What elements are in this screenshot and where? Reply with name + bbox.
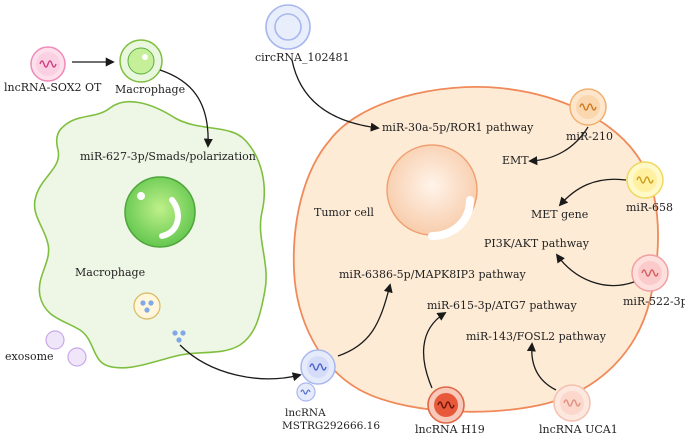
mir522-icon [631,254,669,292]
pi3k-label: PI3K/AKT pathway [484,237,590,250]
macrophage-label: Macrophage [75,266,145,279]
lncrna-uca1-label: lncRNA UCA1 [539,423,618,435]
vesicle-icon [133,292,161,320]
mir615-label: miR-615-3p/ATG7 pathway [427,299,577,312]
arrow-h19-to-mir615 [422,312,447,389]
macrophage-top-label: Macrophage [115,83,185,96]
mir627-label: miR-627-3p/Smads/polarization [80,150,256,163]
mir210-label: miR-210 [566,130,613,143]
tumor-cell-label: Tumor cell [314,206,374,219]
circrna-label: circRNA_102481 [255,51,349,64]
arrow-mir210-to-emt [528,126,589,166]
emt-label: EMT [502,154,529,167]
arrow-mir522-to-pi3k [555,253,635,287]
mir210-icon [569,88,607,126]
mir143-label: miR-143/FOSL2 pathway [466,330,607,343]
macrophage-small-icon [119,39,163,83]
arrow-uca1-to-mir143 [526,342,557,391]
lncrna-h19-icon [427,386,465,424]
macrophage-cell [33,100,267,369]
lncrna-mstrg-label-1: lncRNA [285,407,326,419]
tumor-cell [292,85,659,413]
lncrna-uca1-icon [553,384,591,422]
mir6386-label: miR-6386-5p/MAPK8IP3 pathway [339,268,527,281]
arrow-mstrg-to-mir6386 [337,283,393,357]
mir658-label: miR-658 [626,201,673,214]
exosome-label: exosome [5,350,54,363]
circrna-icon [265,4,311,50]
lncrna-mstrg-icon [296,349,336,402]
exosome-legend-icon [45,330,87,367]
lncrna-mstrg-label-2: MSTRG292666.16 [282,420,380,432]
lncrna-h19-label: lncRNA H19 [415,423,485,435]
met-gene-label: MET gene [531,208,588,221]
mir658-icon [626,161,664,199]
exosome-dot-icon [172,330,178,336]
mir30a-label: miR-30a-5p/ROR1 pathway [382,121,534,134]
lncrna-sox2-label: lncRNA-SOX2 OT [4,81,102,94]
arrow-mir658-to-met [558,178,627,207]
arrow-macrophage-to-mir627 [159,69,213,148]
mir522-label: miR-522-3p [623,295,685,308]
lncrna-sox2-icon [30,46,66,82]
arrow-circrna-to-mir30a [291,59,380,132]
arrow-exosome-to-mstrg [179,344,302,382]
